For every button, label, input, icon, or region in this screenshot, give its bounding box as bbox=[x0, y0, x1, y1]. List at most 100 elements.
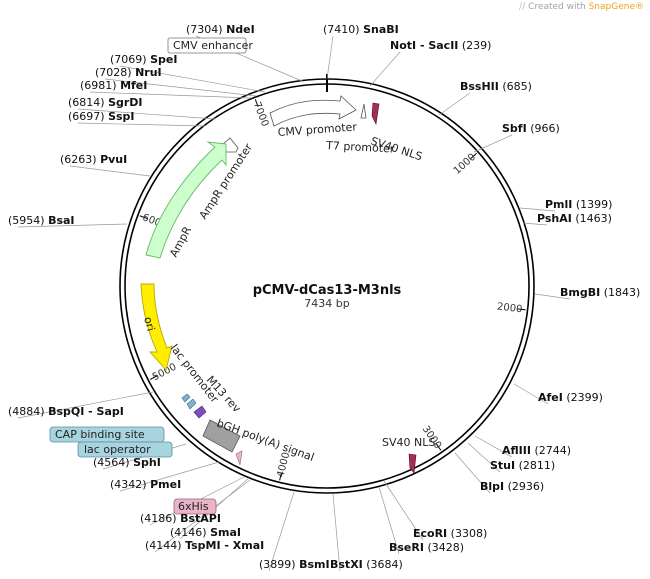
enzyme-position: (3899) bbox=[259, 558, 296, 571]
t7-promoter-arrow bbox=[360, 103, 367, 119]
enzyme-leader bbox=[77, 122, 206, 127]
enzyme-position: (7069) bbox=[110, 53, 147, 66]
enzyme-label: (5954) BsaI bbox=[8, 214, 75, 227]
tick-label: 1000 bbox=[452, 152, 478, 177]
enzyme-leader bbox=[378, 486, 400, 555]
feature-label-t7-promoter: T7 promoter bbox=[325, 139, 395, 156]
sv40-nls-bottom bbox=[408, 453, 417, 474]
enzyme-label: (7410) SnaBI bbox=[323, 23, 399, 36]
feature-label-sv40-nls: SV40 NLS bbox=[369, 134, 424, 163]
enzyme-name: PmlI bbox=[545, 198, 572, 211]
enzyme-name: MfeI bbox=[120, 79, 147, 92]
enzyme-name: BspQI - SapI bbox=[48, 405, 124, 418]
svg-text:CAP binding site: CAP binding site bbox=[55, 428, 145, 441]
enzyme-position: (6697) bbox=[68, 110, 105, 123]
enzyme-name: AfeI bbox=[538, 391, 563, 404]
enzyme-label: EcoRI (3308) bbox=[413, 527, 487, 540]
enzyme-position: (685) bbox=[502, 80, 532, 93]
plasmid-title: pCMV-dCas13-M3nls bbox=[253, 283, 402, 298]
enzyme-name: SphI bbox=[133, 456, 161, 469]
enzyme-position: (6814) bbox=[68, 96, 105, 109]
enzyme-position: (3684) bbox=[366, 558, 403, 571]
enzyme-name: SpeI bbox=[150, 53, 177, 66]
enzyme-position: (6263) bbox=[60, 153, 97, 166]
enzyme-position: (3428) bbox=[427, 541, 464, 554]
tick-mark bbox=[279, 472, 282, 481]
enzyme-position: (4342) bbox=[110, 478, 147, 491]
enzyme-name: BstAPI bbox=[180, 512, 221, 525]
enzyme-name: SnaBI bbox=[363, 23, 399, 36]
enzyme-leader bbox=[119, 65, 266, 93]
enzyme-name: BsmI bbox=[299, 558, 330, 571]
enzyme-position: (3308) bbox=[451, 527, 488, 540]
enzyme-label: SbfI (966) bbox=[502, 122, 560, 135]
enzyme-position: (2811) bbox=[519, 459, 556, 472]
tick-label: 7000 bbox=[251, 101, 270, 129]
enzyme-label: BmgBI (1843) bbox=[560, 286, 640, 299]
enzyme-label: AflIII (2744) bbox=[502, 444, 571, 457]
enzyme-leader bbox=[104, 78, 257, 97]
enzyme-name: BstXI bbox=[330, 558, 363, 571]
enzyme-label: (4146) SmaI bbox=[170, 526, 241, 539]
enzyme-leader bbox=[454, 452, 491, 494]
ampr-arrow bbox=[145, 141, 227, 259]
enzyme-leader bbox=[17, 223, 128, 228]
enzyme-label: (7028) NruI bbox=[95, 66, 162, 79]
enzyme-position: (1399) bbox=[576, 198, 613, 211]
enzyme-label: PmlI (1399) bbox=[545, 198, 612, 211]
enzyme-name: NdeI bbox=[226, 23, 255, 36]
enzyme-position: (239) bbox=[462, 39, 492, 52]
feature-label-ori: ori bbox=[141, 315, 157, 332]
sv40-nls-top bbox=[371, 102, 380, 125]
enzyme-leader bbox=[154, 479, 251, 553]
enzyme-position: (4146) bbox=[170, 526, 207, 539]
enzyme-name: StuI bbox=[490, 459, 515, 472]
enzyme-leader bbox=[383, 480, 424, 541]
boxed-label-6xhis: 6xHis bbox=[173, 498, 217, 515]
enzyme-name: TspMI - XmaI bbox=[185, 539, 264, 552]
enzyme-position: (4564) bbox=[93, 456, 130, 469]
enzyme-position: (2399) bbox=[566, 391, 603, 404]
enzyme-label: (3899) BsmI bbox=[259, 558, 330, 571]
enzyme-position: (1463) bbox=[575, 212, 612, 225]
tick-mark bbox=[254, 99, 259, 107]
enzyme-leader bbox=[438, 92, 471, 116]
enzyme-name: BssHII bbox=[460, 80, 499, 93]
enzyme-label: (6697) SspI bbox=[68, 110, 135, 123]
enzyme-position: (2936) bbox=[508, 480, 545, 493]
enzyme-position: (5954) bbox=[8, 214, 45, 227]
enzyme-leader bbox=[522, 222, 548, 226]
svg-text:lac operator: lac operator bbox=[84, 443, 151, 456]
tick-mark bbox=[435, 443, 442, 451]
enzyme-leader bbox=[534, 293, 571, 300]
enzyme-label: (6814) SgrDI bbox=[68, 96, 143, 109]
m13-rev-marker bbox=[193, 405, 207, 419]
enzyme-leader bbox=[69, 165, 151, 177]
enzyme-label: (6981) MfeI bbox=[80, 79, 147, 92]
enzyme-position: (4884) bbox=[8, 405, 45, 418]
enzyme-label: (4342) PmeI bbox=[110, 478, 181, 491]
watermark: ⧸⧸ Created with SnapGene® bbox=[519, 2, 644, 12]
enzyme-label: BssHII (685) bbox=[460, 80, 532, 93]
enzyme-leader bbox=[369, 51, 401, 87]
enzyme-label: (6263) PvuI bbox=[60, 153, 127, 166]
enzyme-name: NotI - SacII bbox=[390, 39, 458, 52]
enzyme-label: AfeI (2399) bbox=[538, 391, 603, 404]
enzyme-name: SmaI bbox=[210, 526, 241, 539]
enzyme-leader bbox=[332, 493, 341, 572]
enzyme-position: (1843) bbox=[604, 286, 641, 299]
svg-text:6xHis: 6xHis bbox=[178, 500, 209, 513]
enzyme-name: BseRI bbox=[389, 541, 424, 554]
ori-arrow bbox=[140, 283, 173, 371]
enzyme-leader bbox=[77, 108, 216, 120]
tick-mark bbox=[149, 375, 158, 380]
enzyme-name: AflIII bbox=[502, 444, 531, 457]
lac-operator-marker bbox=[186, 398, 197, 410]
enzyme-position: (7410) bbox=[323, 23, 360, 36]
enzyme-label: (4884) BspQI - SapI bbox=[8, 405, 124, 418]
enzyme-labels: (7410) SnaBI NotI - SacII (239) BssHII (68… bbox=[8, 23, 640, 571]
bgh-polya-box bbox=[202, 419, 241, 453]
enzyme-name: PvuI bbox=[100, 153, 127, 166]
enzyme-leader bbox=[467, 442, 501, 473]
enzyme-label: PshAI (1463) bbox=[537, 212, 612, 225]
